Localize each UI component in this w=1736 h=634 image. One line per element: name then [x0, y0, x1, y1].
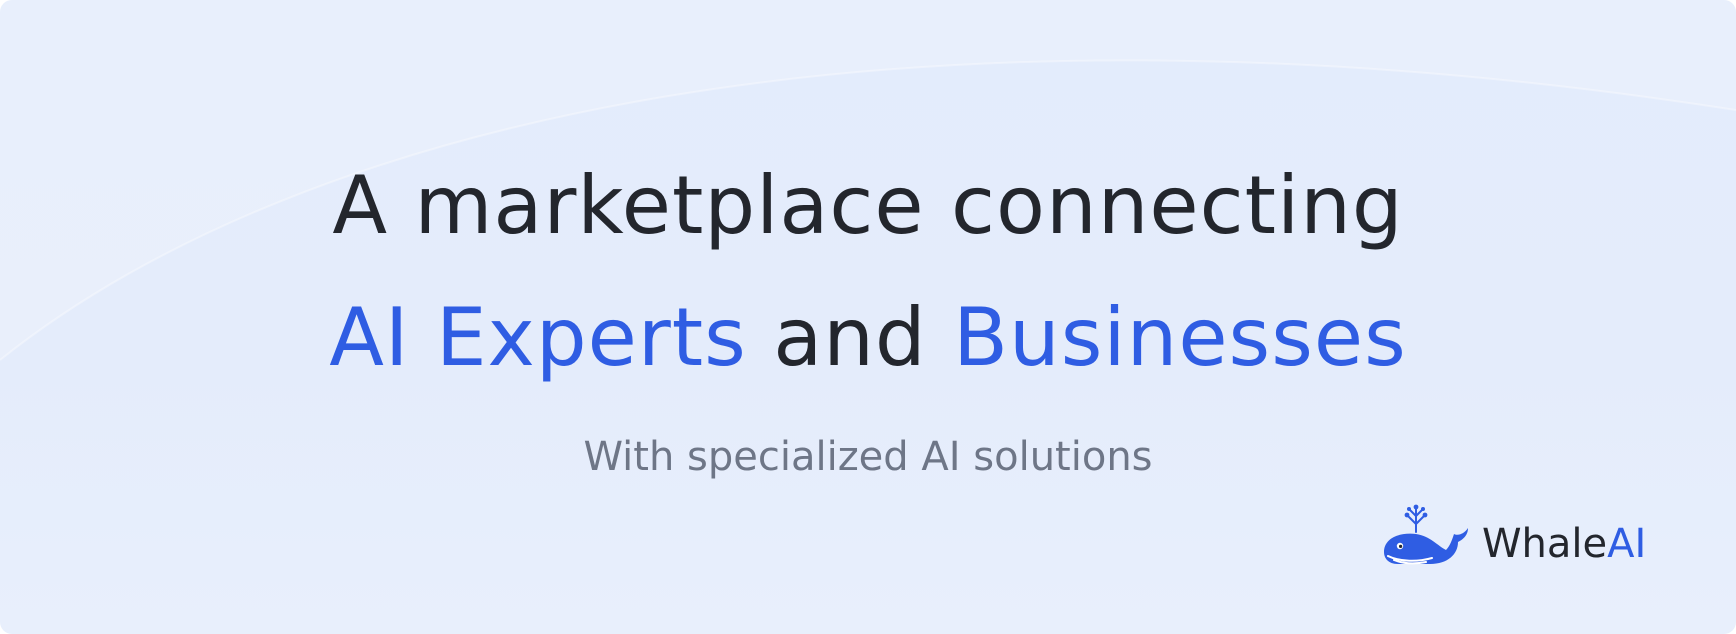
logo-wordmark-ai: AI [1607, 521, 1647, 567]
headline: A marketplace connecting AI Experts and … [0, 140, 1736, 404]
whaleai-logo: WhaleAI [1378, 502, 1646, 572]
headline-line-2: AI Experts and Businesses [0, 272, 1736, 404]
headline-ai-experts: AI Experts [329, 291, 747, 384]
headline-line-1: A marketplace connecting [332, 159, 1404, 252]
subtitle: With specialized AI solutions [583, 434, 1153, 480]
headline-and: and [746, 291, 954, 384]
whale-icon [1384, 504, 1468, 565]
logo-wordmark: WhaleAI [1482, 521, 1646, 567]
headline-businesses: Businesses [953, 291, 1407, 384]
logo-wordmark-whale: Whale [1482, 521, 1608, 567]
